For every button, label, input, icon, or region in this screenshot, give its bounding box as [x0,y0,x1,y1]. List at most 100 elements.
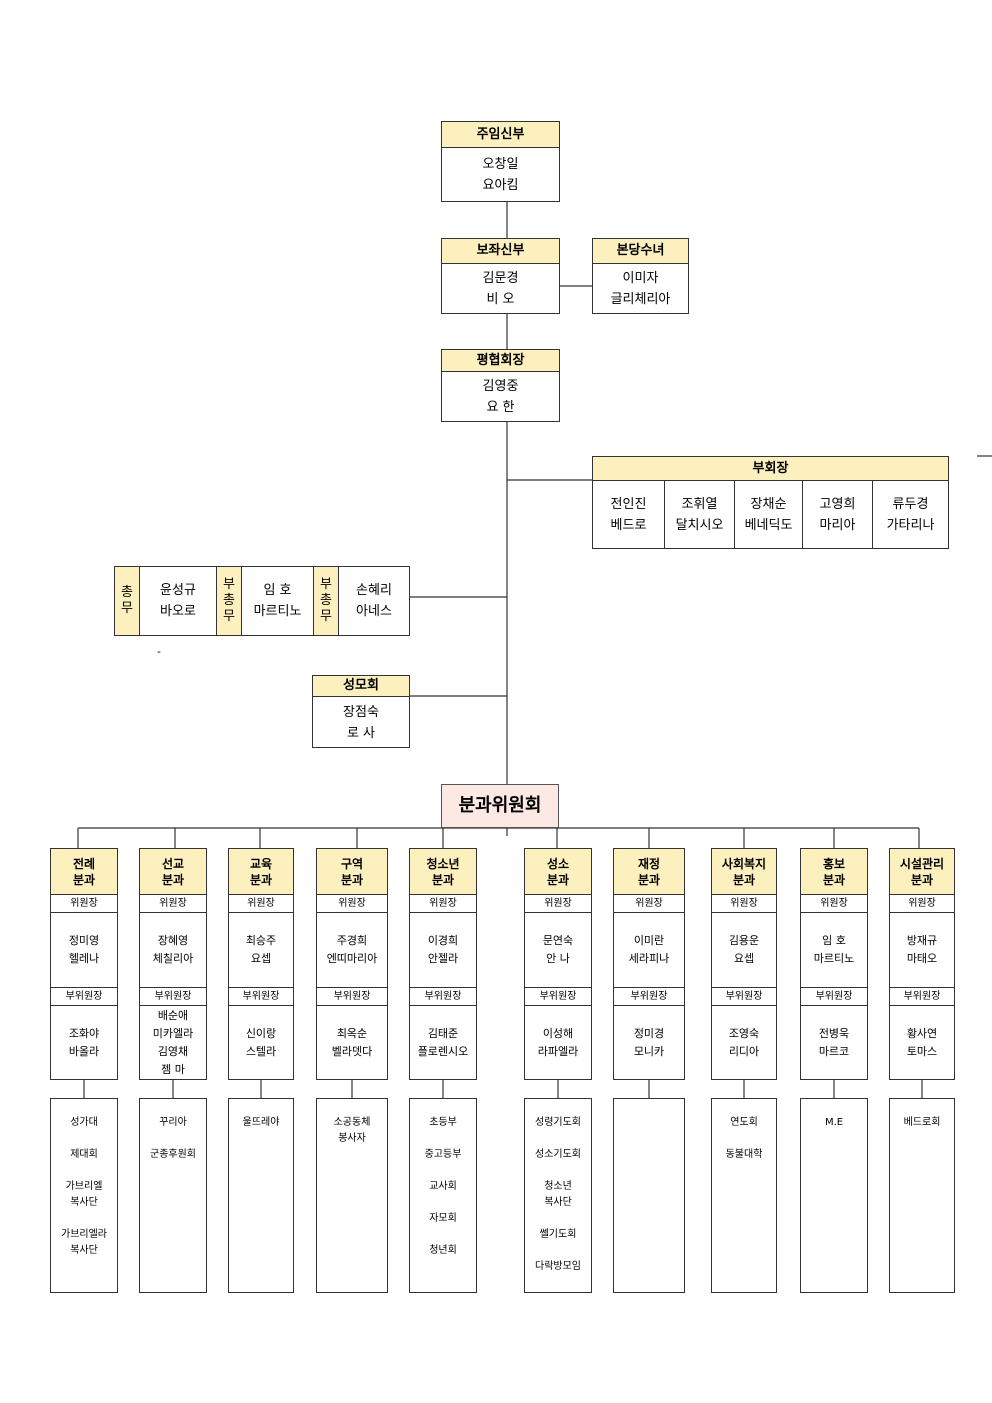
vice-chair-role-label: 부위원장 [890,988,954,1006]
chair-role-label: 위원장 [229,895,293,913]
vp-name: 전인진 [610,496,647,512]
department-name-line: 전례 [72,856,96,871]
group-item-line: 울뜨레야 [242,1117,280,1128]
vp-baptismal: 달치시오 [675,517,724,533]
group-item-line: 복사단 [70,1197,98,1208]
department-name-line: 사회복지 [721,856,767,871]
group-item-line: 꾸리아 [159,1117,187,1128]
secretary-baptismal: 마르티노 [253,604,302,619]
vp-name: 류두경 [892,496,929,512]
vice-chair-name: 신이랑 [245,1026,277,1040]
secretary-label-3: 부총무 [314,567,339,635]
chair-name: 장혜영 [157,934,189,947]
vice-chair-name: 모니카 [633,1044,665,1058]
secretary-name: 임 호 [263,583,292,598]
group-item: 제대회 [51,1147,117,1163]
group-item-line: 다락방모임 [535,1261,581,1272]
vice-chair-role-label: 부위원장 [317,988,387,1006]
chair-role-label: 위원장 [51,895,117,913]
vice-chair-role-label: 부위원장 [229,988,293,1006]
vice-chair-role-label: 부위원장 [614,988,684,1006]
chair-name: 이경희 [427,934,459,947]
vp-baptismal: 가타리나 [886,517,935,533]
group-item: 자모회 [410,1211,476,1227]
group-item-line: 베드로회 [903,1117,941,1128]
vice-chair-name: 김영채 [157,1044,189,1058]
sister-box: 본당수녀 이미자 글리체리아 [592,238,689,314]
group-item-line: 성소기도회 [535,1149,581,1160]
vice-chair-role-label: 부위원장 [801,988,867,1006]
chair-name: 정미영 [68,934,100,947]
chair-name: 주경희 [336,934,368,947]
department-name-line: 분과 [732,872,756,887]
group-item-line: 교사회 [429,1181,457,1192]
chair-role-label: 위원장 [317,895,387,913]
president-title: 평협회장 [442,350,559,372]
vp-name: 장채순 [750,496,787,512]
department-name-line: 구역 [340,856,364,871]
chair-name: 안젤라 [427,952,459,965]
group-item: 쎌기도회 [525,1227,591,1243]
assistant-name: 김문경 [482,271,519,286]
chair-name: 이미란 [633,934,665,947]
vice-chair-name: 벨라뎃다 [331,1044,373,1058]
chair-role-label: 위원장 [525,895,591,913]
group-item: 꾸리아 [140,1115,206,1131]
vice-chair-name: 이성해 [542,1026,574,1040]
vice-chair-name: 젬 마 [161,1062,185,1076]
chair-name: 방재규 [906,934,938,947]
stray-dash: - [157,645,161,658]
group-item: 중고등부 [410,1147,476,1163]
chair-name: 김용운 [728,934,760,947]
chair-name: 요셉 [733,952,755,965]
vice-chair-name: 리디아 [728,1044,760,1058]
sister-title: 본당수녀 [593,239,688,264]
group-item-line: 동불대학 [725,1149,763,1160]
chair-name: 문연숙 [542,934,574,947]
secretary-label-1: 총무 [115,567,140,635]
department-7-groups [613,1098,685,1293]
legion-title: 성모회 [313,676,409,697]
vice-chair-name: 조화야 [68,1026,100,1040]
legion-name: 장점숙 [343,705,379,720]
group-item-line: 군종후원회 [150,1149,196,1160]
vice-chair-role-label: 부위원장 [525,988,591,1006]
vice-chair-name: 스텔라 [245,1044,277,1058]
group-item-line: 복사단 [70,1245,98,1256]
secretary-label-text: 총무 [120,585,134,617]
department-name-line: 분과 [546,872,570,887]
chair-role-label: 위원장 [801,895,867,913]
legion-names: 장점숙 로 사 [313,697,409,744]
assistant-names: 김문경 비 오 [442,264,559,310]
chair-role-label: 위원장 [614,895,684,913]
department-name-line: 분과 [340,872,364,887]
group-item-line: 쎌기도회 [539,1229,577,1240]
president-names: 김영중 요 한 [442,372,559,418]
group-item-line: 자모회 [429,1213,457,1224]
